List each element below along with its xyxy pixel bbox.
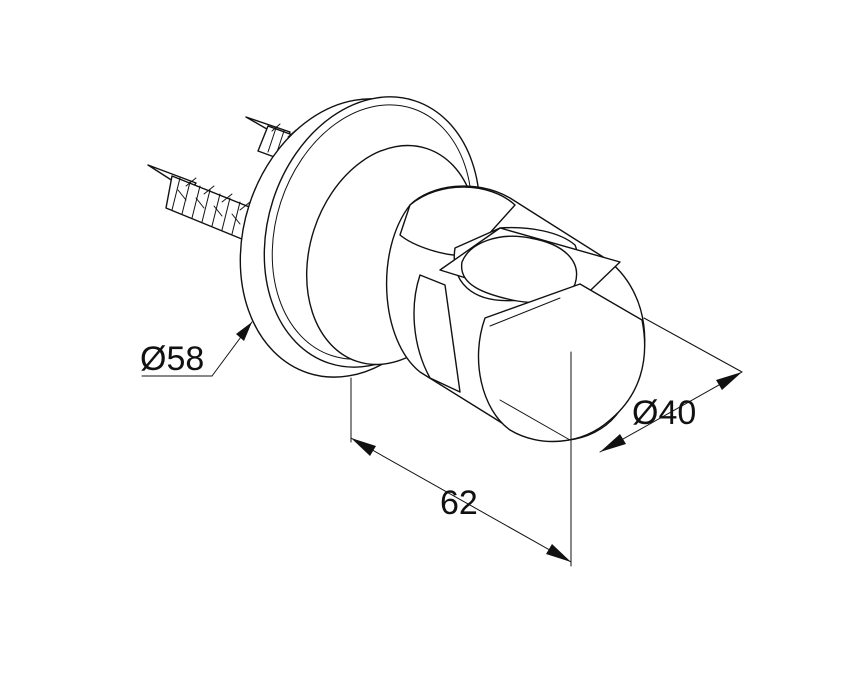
dimension-projection: 62 bbox=[350, 351, 572, 567]
dimension-label-holder: Ø40 bbox=[632, 394, 696, 432]
dimension-holder: Ø40 bbox=[599, 317, 743, 453]
dimension-backplate: Ø58 bbox=[140, 321, 253, 378]
holder-body bbox=[385, 185, 646, 443]
dimension-label-projection: 62 bbox=[440, 484, 478, 522]
dimension-label-backplate: Ø58 bbox=[140, 340, 204, 378]
